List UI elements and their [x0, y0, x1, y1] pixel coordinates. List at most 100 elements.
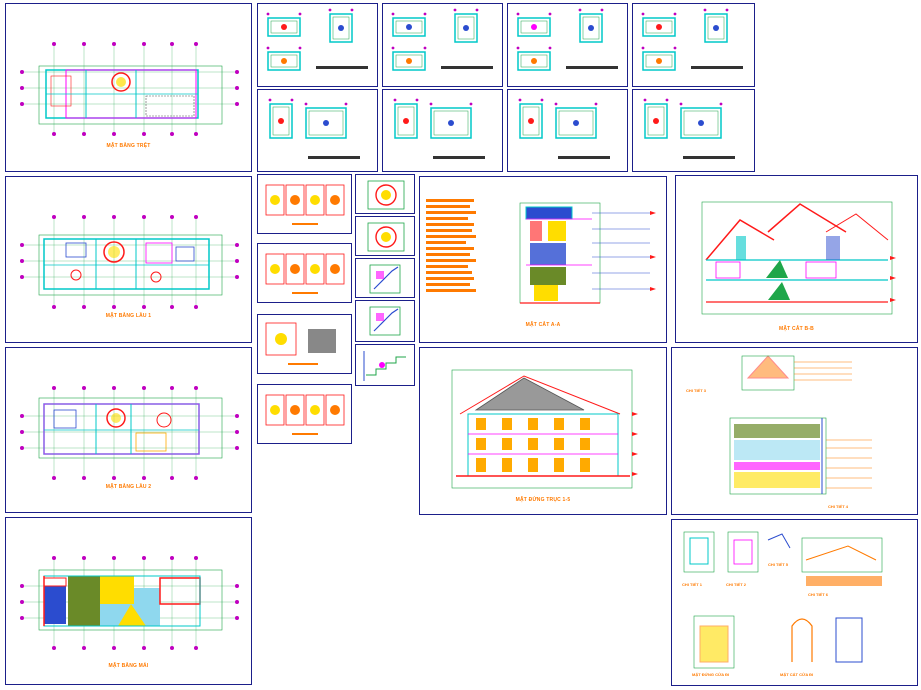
- sheet-stair-3[interactable]: [355, 258, 415, 298]
- fixture: [531, 24, 537, 30]
- detail-r1c2-drawing: [391, 8, 493, 71]
- room-outline: [454, 13, 478, 43]
- sheet-detail-r1c2[interactable]: [382, 3, 503, 87]
- axis-marker: [112, 42, 116, 46]
- sheet-plan-floor1[interactable]: MẶT BẰNG LẦU 1: [5, 176, 252, 343]
- axis-marker: [142, 42, 146, 46]
- fixture: [281, 24, 287, 30]
- sheet-details-doors[interactable]: CHI TIẾT 1 CHI TIẾT 2 CHI TIẾT 5 CHI TIẾ…: [671, 519, 918, 686]
- axis-marker: [20, 414, 24, 418]
- panel: [305, 184, 325, 216]
- stair-2-drawing: [367, 222, 405, 252]
- stair-1-drawing: [367, 180, 405, 210]
- sheet-ceiling-1[interactable]: [257, 174, 352, 234]
- axis-marker: [673, 12, 677, 16]
- sheet-ceiling-3[interactable]: [257, 314, 352, 374]
- axis-marker: [142, 646, 146, 650]
- ornament: [290, 405, 300, 415]
- room-inner: [558, 110, 594, 136]
- axis-marker: [112, 386, 116, 390]
- ornament: [310, 195, 320, 205]
- axis-marker: [20, 275, 24, 279]
- fixture: [698, 120, 704, 126]
- axis-marker: [170, 305, 174, 309]
- sheet-stair-4[interactable]: [355, 300, 415, 342]
- panel: [265, 184, 285, 216]
- sheet-detail-r2c2[interactable]: [382, 89, 503, 172]
- axis-marker: [112, 305, 116, 309]
- fixture: [588, 25, 594, 31]
- axis-marker: [20, 86, 24, 90]
- medallion: [375, 184, 397, 206]
- sheet-detail-r1c4[interactable]: [632, 3, 755, 87]
- axis-marker: [235, 86, 239, 90]
- medallion-core: [381, 190, 391, 200]
- axis-marker: [423, 12, 427, 16]
- axis-marker: [665, 98, 669, 102]
- room-outline: [517, 17, 551, 37]
- ornament: [310, 405, 320, 415]
- sheet-elevation[interactable]: MẶT ĐỨNG TRỤC 1-5: [419, 347, 667, 515]
- sheet-stair-1[interactable]: [355, 174, 415, 214]
- sheet-plan-roof[interactable]: MẶT BẰNG MÁI: [5, 517, 252, 685]
- label-bar: [292, 292, 318, 294]
- axis-marker: [594, 102, 598, 106]
- sheet-plan-floor2[interactable]: MẶT BẰNG LẦU 2: [5, 347, 252, 513]
- sheet-stair-5[interactable]: [355, 344, 415, 386]
- room-inner: [645, 54, 673, 68]
- axis-marker: [429, 102, 433, 106]
- sheet-ceiling-4[interactable]: [257, 384, 352, 444]
- ornament: [270, 264, 280, 274]
- axis-marker: [235, 102, 239, 106]
- label-bar: [292, 433, 318, 435]
- axis-marker: [194, 476, 198, 480]
- sheet-detail-r1c1[interactable]: [257, 3, 378, 87]
- axis-marker: [235, 70, 239, 74]
- plan-ground-title: MẶT BẰNG TRỆT: [106, 143, 151, 149]
- room-inner: [332, 16, 350, 40]
- sheet-details-34[interactable]: CHI TIẾT 3 CHI TIẾT 4: [671, 347, 918, 515]
- ornament: [290, 264, 300, 274]
- panel: [325, 394, 345, 426]
- sheet-section-bb[interactable]: MẶT CẮT B-B: [675, 175, 918, 343]
- plan-floor2-drawing: [20, 386, 239, 480]
- title-bar: [683, 156, 735, 159]
- sheet-section-aa[interactable]: MẶT CẮT A-A: [419, 176, 667, 343]
- ornament: [270, 195, 280, 205]
- ceiling-1-drawing: [265, 184, 345, 225]
- axis-marker: [554, 102, 558, 106]
- axis-marker: [20, 243, 24, 247]
- room-inner: [647, 106, 665, 136]
- stair-4-drawing: [369, 306, 401, 336]
- axis-marker: [52, 646, 56, 650]
- detail-4-label: CHI TIẾT 4: [828, 504, 849, 509]
- detail-r2c2-drawing: [393, 98, 485, 159]
- axis-marker: [112, 215, 116, 219]
- sheet-detail-r1c3[interactable]: [507, 3, 628, 87]
- ceiling-3-drawing: [265, 322, 336, 365]
- axis-marker: [82, 646, 86, 650]
- room-outline: [269, 103, 293, 139]
- axis-marker: [391, 12, 395, 16]
- room-inner: [433, 110, 469, 136]
- ornament: [290, 195, 300, 205]
- sheet-detail-r2c4[interactable]: [632, 89, 755, 172]
- landing: [376, 271, 384, 279]
- sheet-stair-2[interactable]: [355, 216, 415, 256]
- room-outline: [392, 17, 426, 37]
- axis-marker: [112, 646, 116, 650]
- axis-marker: [304, 102, 308, 106]
- axis-marker: [82, 132, 86, 136]
- axis-marker: [516, 46, 520, 50]
- sheet-ceiling-2[interactable]: [257, 243, 352, 303]
- axis-marker: [142, 386, 146, 390]
- detail-5-label: CHI TIẾT 5: [768, 562, 789, 567]
- sheet-detail-r2c1[interactable]: [257, 89, 378, 172]
- sheet-detail-r2c3[interactable]: [507, 89, 628, 172]
- axis-marker: [170, 215, 174, 219]
- plan-floor2-axes: [20, 386, 239, 480]
- axis-marker: [600, 8, 604, 12]
- ornament: [330, 405, 340, 415]
- ornament: [330, 195, 340, 205]
- sheet-plan-ground[interactable]: MẶT BẰNG TRỆT: [5, 3, 252, 172]
